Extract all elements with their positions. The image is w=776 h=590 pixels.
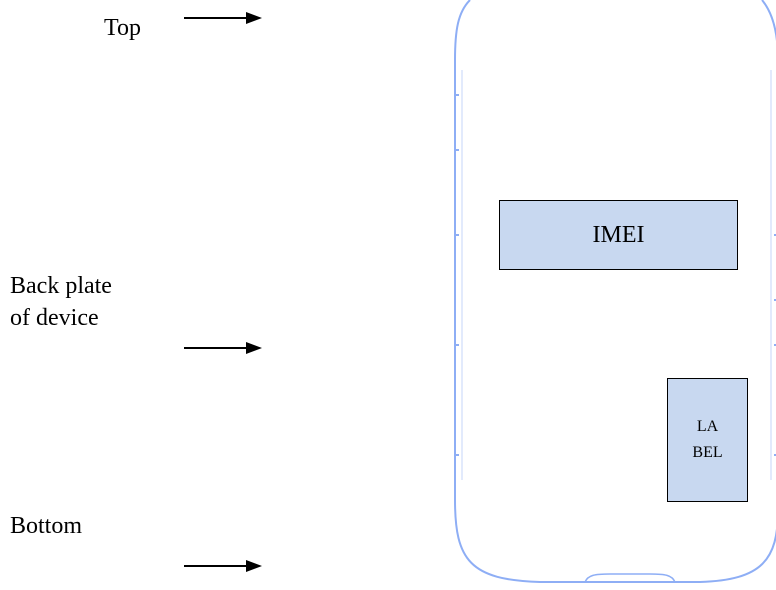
- arrow-bottom-icon: [184, 560, 262, 572]
- device-side-notches: [455, 94, 776, 456]
- caption-back-plate-line1: Back plate: [10, 273, 112, 299]
- caption-bottom: Bottom: [10, 513, 83, 539]
- imei-sticker: IMEI: [499, 200, 738, 270]
- label-text-line2: BEL: [692, 444, 723, 461]
- caption-back-plate-line2: of device: [10, 305, 99, 331]
- arrow-back-plate-icon: [184, 342, 262, 354]
- arrow-top-icon: [184, 12, 262, 24]
- device-back-plate-outline: [454, 0, 776, 583]
- label-sticker: LA BEL: [667, 378, 748, 502]
- imei-text: IMEI: [592, 221, 645, 248]
- device-inner-edge: [461, 70, 772, 480]
- caption-top: Top: [104, 15, 141, 41]
- label-text-line1: LA: [696, 418, 719, 435]
- device-bottom-port: [584, 573, 676, 583]
- caption-back-plate: Back plate of device: [10, 270, 112, 334]
